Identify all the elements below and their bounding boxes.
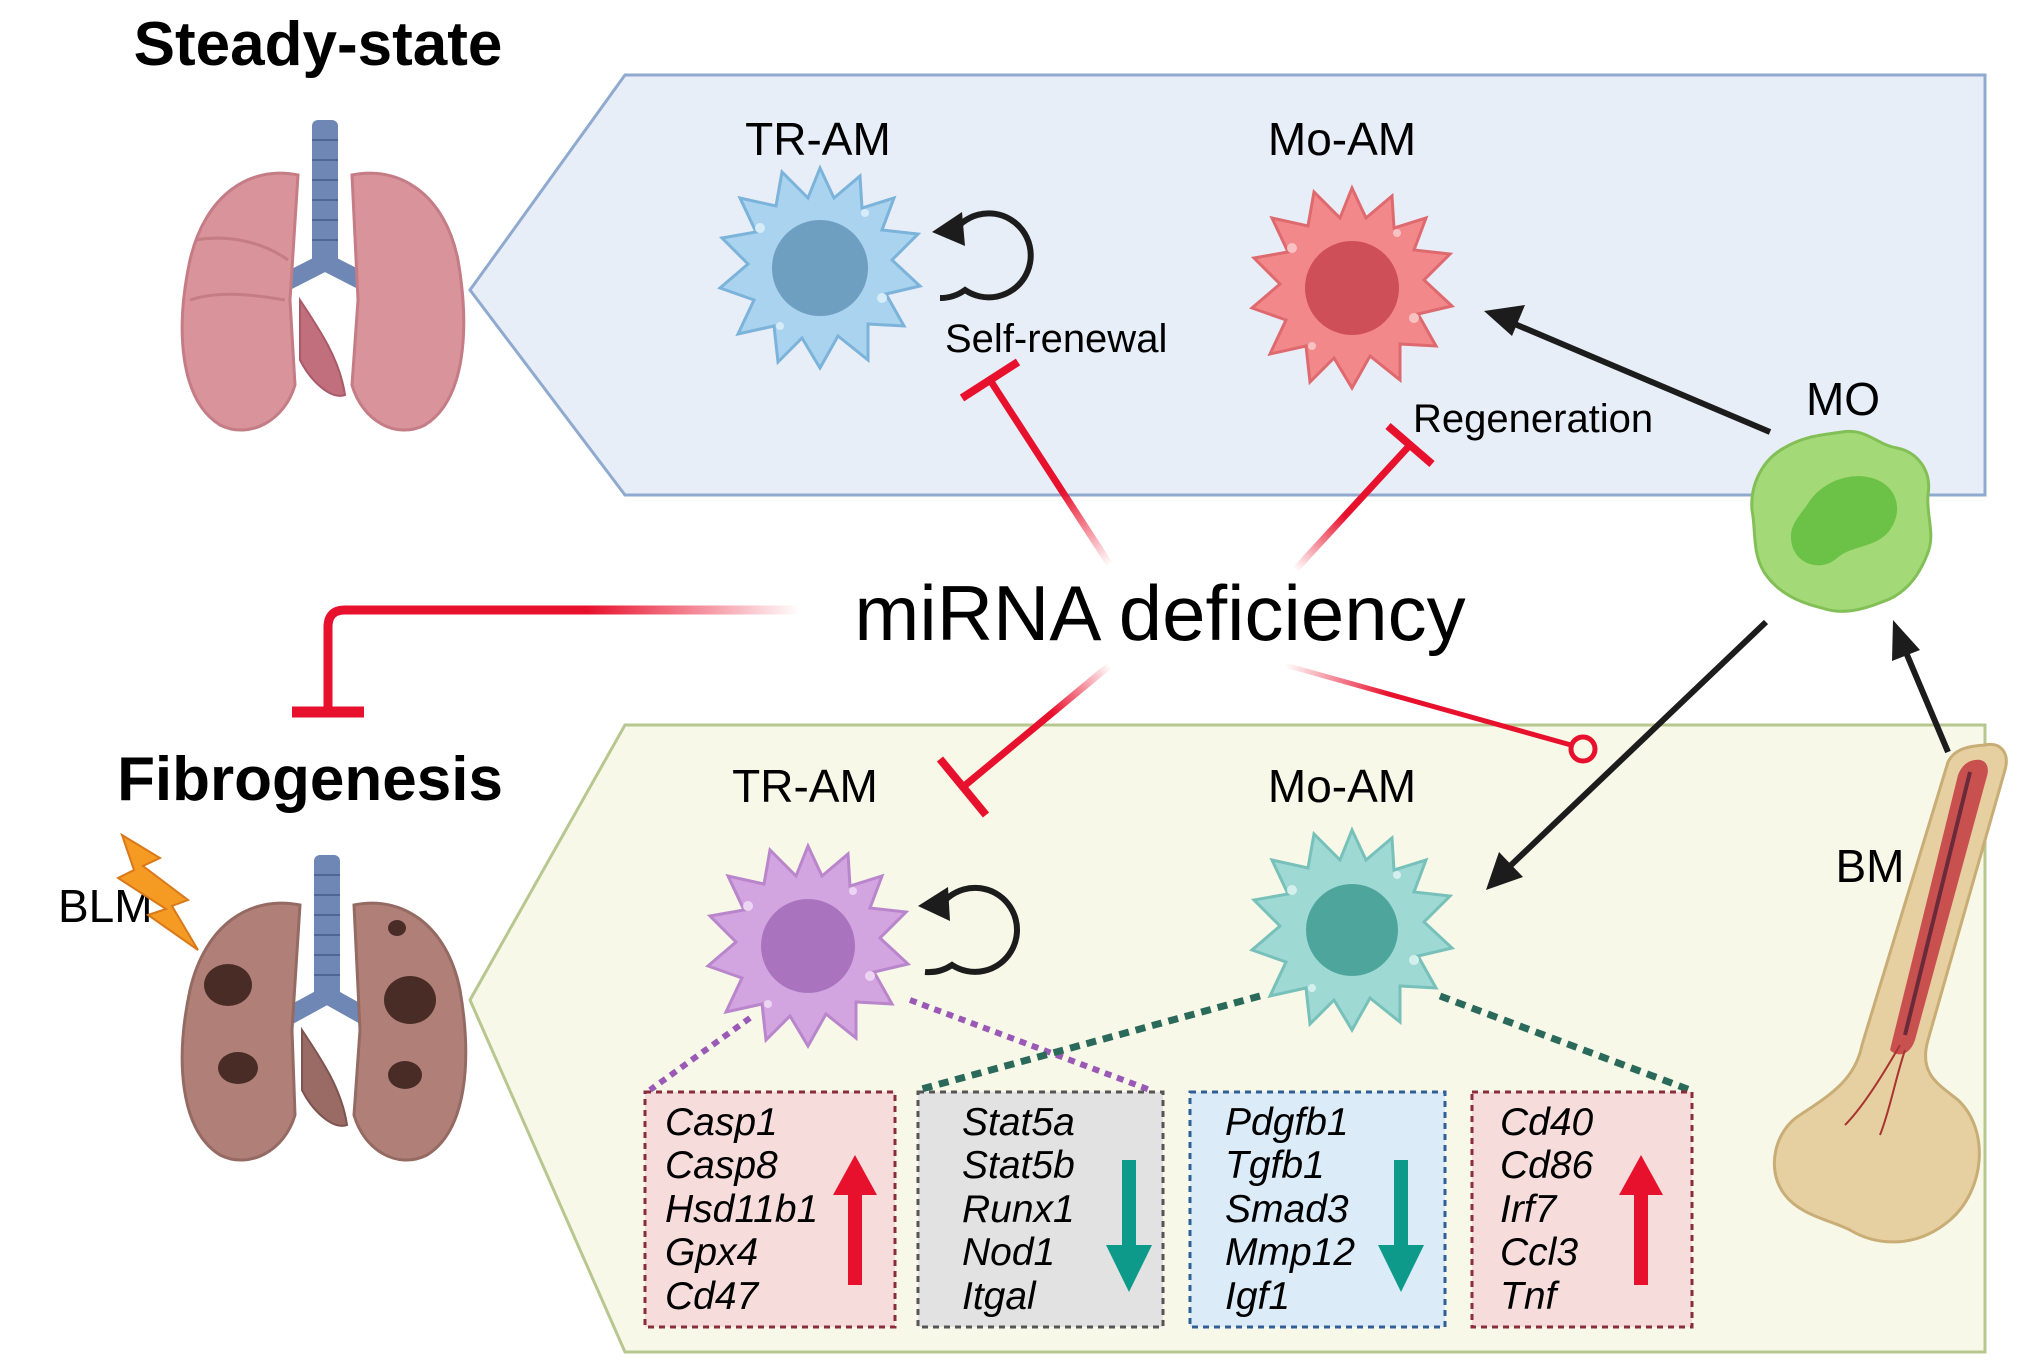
self-renewal-label: Self-renewal: [945, 317, 1167, 361]
up-arrow-icon: [1619, 1155, 1663, 1285]
self-renewal-loop-steady: [932, 210, 1034, 302]
tr-am-connector-lines: [648, 997, 1152, 1093]
gene-label: Tnf: [1500, 1275, 1561, 1318]
gene-label: Igf1: [1225, 1275, 1290, 1318]
gene-label: Casp1: [665, 1101, 778, 1144]
inhibition-fibrogenesis: [292, 605, 800, 718]
mirna-deficiency-label: miRNA deficiency: [854, 569, 1465, 657]
mo-to-mo-am-fibrogenesis-arrow: [1486, 619, 1769, 890]
mo-to-mo-am-steady-arrow: [1484, 305, 1772, 435]
tr-am-fibrogenesis-label: TR-AM: [732, 760, 878, 812]
inhibition-self-renewal: [959, 358, 1113, 567]
tr-am-steady-label: TR-AM: [745, 113, 891, 165]
mo-label: MO: [1806, 373, 1880, 425]
gene-label: Itgal: [962, 1275, 1037, 1318]
monocyte-cell: [1750, 429, 1933, 613]
healthy-lung-illustration: [180, 120, 466, 432]
regeneration-label: Regeneration: [1413, 397, 1653, 441]
down-arrow-icon: [1378, 1160, 1424, 1292]
gene-label: Hsd11b1: [665, 1188, 818, 1231]
lightning-icon: [115, 832, 199, 951]
fibrotic-lung-illustration: [180, 855, 468, 1162]
up-arrow-icon: [833, 1155, 877, 1285]
inhibition-regeneration: [1292, 422, 1435, 573]
tr-am-fibrogenesis-cell: [705, 842, 912, 1049]
gene-label: Gpx4: [665, 1231, 758, 1274]
mo-am-steady-cell: [1249, 184, 1456, 391]
gene-box-tr-am-down: Stat5a Stat5b Runx1 Nod1 Itgal: [916, 1090, 1165, 1329]
gene-box-tr-am-up: Casp1 Casp8 Hsd11b1 Gpx4 Cd47: [643, 1090, 897, 1329]
gene-label: Pdgfb1: [1225, 1101, 1349, 1144]
gene-label: Irf7: [1500, 1188, 1558, 1231]
steady-state-panel: [468, 73, 1987, 497]
gene-label: Nod1: [962, 1231, 1055, 1274]
gene-label: Smad3: [1225, 1188, 1349, 1231]
gene-label: Stat5a: [962, 1101, 1075, 1144]
fibrogenesis-title: Fibrogenesis: [117, 745, 503, 814]
mo-am-fibrogenesis-label: Mo-AM: [1268, 760, 1416, 812]
bm-to-mo-arrow: [1892, 620, 1951, 754]
gene-label: Casp8: [665, 1144, 778, 1187]
mo-am-steady-label: Mo-AM: [1268, 113, 1416, 165]
gene-label: Stat5b: [962, 1144, 1075, 1187]
bm-label: BM: [1836, 840, 1905, 892]
gene-label: Mmp12: [1225, 1231, 1355, 1274]
gene-label: Cd40: [1500, 1101, 1594, 1144]
gene-label: Ccl3: [1500, 1231, 1578, 1274]
gene-label: Cd86: [1500, 1144, 1594, 1187]
mo-am-connector-lines: [917, 992, 1692, 1094]
self-renewal-loop-fibrogenesis: [918, 884, 1021, 976]
tr-am-steady-cell: [717, 164, 924, 371]
gene-box-mo-am-up: Cd40 Cd86 Irf7 Ccl3 Tnf: [1470, 1090, 1694, 1329]
steady-state-title: Steady-state: [134, 10, 503, 79]
inhibition-tr-am-fibrogenesis: [936, 662, 1113, 818]
down-arrow-icon: [1106, 1160, 1152, 1292]
gene-box-mo-am-down: Pdgfb1 Tgfb1 Smad3 Mmp12 Igf1: [1188, 1090, 1447, 1329]
partial-inhibition-mo-am: [1284, 662, 1598, 764]
bone-marrow-illustration: [1772, 742, 2008, 1244]
gene-label: Cd47: [665, 1275, 760, 1318]
gene-label: Runx1: [962, 1188, 1075, 1231]
mo-am-fibrogenesis-cell: [1249, 826, 1456, 1033]
gene-label: Tgfb1: [1225, 1144, 1325, 1187]
